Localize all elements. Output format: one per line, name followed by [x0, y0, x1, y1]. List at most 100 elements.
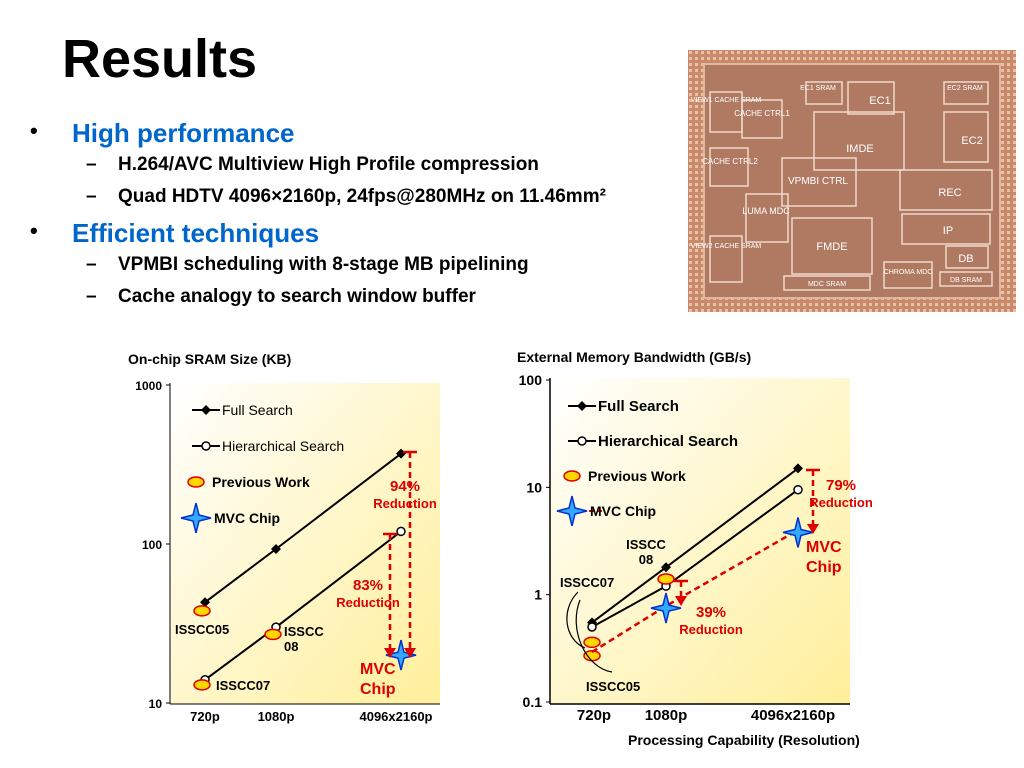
- y-tick-label: 1000: [135, 379, 162, 393]
- previous-work-point: [657, 573, 675, 585]
- bullet-dot-icon: •: [30, 118, 38, 143]
- die-block-label: EC1: [869, 95, 890, 107]
- die-block-label: DB: [958, 253, 973, 265]
- previous-work-label: ISSCC05: [586, 679, 640, 694]
- mvc-chip-label: MVC: [806, 539, 842, 556]
- mvc-chip-label: Chip: [806, 559, 842, 576]
- previous-work-point: [193, 605, 211, 617]
- reduction-arrow-head: [675, 596, 687, 606]
- bullet-label: High performance: [72, 118, 295, 148]
- die-block-label: IP: [943, 225, 953, 237]
- reduction-arrow-head: [404, 648, 416, 658]
- dash-icon: –: [86, 154, 97, 175]
- legend-label: MVC Chip: [214, 510, 280, 526]
- bullet-high-performance: • High performance: [30, 118, 710, 154]
- legend-label: Previous Work: [212, 474, 310, 490]
- sub-bullet-text: Cache analogy to search window buffer: [118, 286, 476, 307]
- sub-bullet: – VPMBI scheduling with 8-stage MB pipel…: [30, 254, 710, 286]
- x-tick-label: 1080p: [645, 707, 688, 724]
- slide-title: Results: [62, 29, 258, 89]
- legend-marker-mvc-chip: [556, 495, 588, 527]
- chart1-title: On-chip SRAM Size (KB): [128, 351, 291, 367]
- reduction-label: Reduction: [809, 495, 873, 510]
- die-block-label: CHROMA MDC: [884, 269, 933, 276]
- hierarchical-search-point: [587, 622, 597, 632]
- legend-label: Previous Work: [588, 468, 686, 484]
- x-tick-label: 4096x2160p: [359, 709, 432, 724]
- reduction-label: Reduction: [373, 496, 437, 511]
- die-block-label: DB SRAM: [950, 277, 982, 284]
- reduction-percent: 79%: [826, 477, 856, 494]
- sub-bullet: – Quad HDTV 4096×2160p, 24fps@280MHz on …: [30, 186, 710, 218]
- chart2-marks: 100 10 1 0.1 720p 1080p 4096x2160p Full SearchH…: [519, 372, 873, 724]
- die-block-label: CACHE CTRL1: [734, 109, 790, 118]
- die-block-label: LUMA MDC: [742, 206, 790, 216]
- mvc-chip-point: [782, 517, 814, 548]
- y-tick-label: 100: [142, 538, 162, 552]
- previous-work-label: ISSCC07: [560, 575, 614, 590]
- die-block-label: EC1 SRAM: [800, 85, 836, 92]
- previous-work-label: 08: [639, 552, 653, 567]
- previous-work-label: 08: [284, 639, 298, 654]
- chip-die-photo: EC1 SRAM EC2 SRAM VIEW1 CACHE SRAM CACHE…: [688, 50, 1016, 312]
- sub-bullet: – Cache analogy to search window buffer: [30, 286, 710, 318]
- x-tick-label: 720p: [577, 707, 611, 724]
- legend-marker-full-search: [201, 405, 211, 415]
- previous-work-point: [264, 628, 282, 641]
- full-search-point: [200, 597, 210, 608]
- reduction-percent: 83%: [353, 577, 383, 594]
- reduction-label: Reduction: [336, 595, 400, 610]
- y-tick-label: 10: [526, 479, 542, 495]
- legend-marker-mvc-chip: [180, 502, 212, 534]
- annotation-arrow: [566, 591, 586, 649]
- sub-bullet: – H.264/AVC Multiview High Profile compr…: [30, 154, 710, 186]
- y-tick-label: 0.1: [523, 694, 543, 710]
- legend-marker-full-search: [577, 401, 587, 411]
- hierarchical-search-point: [793, 484, 803, 495]
- previous-work-label: ISSCC05: [175, 622, 229, 637]
- hierarchical-search-point: [396, 526, 406, 537]
- chart1-plot-area: [170, 383, 440, 704]
- reduction-arrow-head: [807, 524, 819, 534]
- reduction-arrow-head: [384, 648, 396, 658]
- die-block-label: MDC SRAM: [808, 281, 846, 288]
- previous-work-point: [193, 679, 211, 691]
- mvc-chip-point: [650, 592, 682, 624]
- full-search-point: [793, 463, 803, 474]
- die-block-label: VIEW2 CACHE SRAM: [691, 243, 762, 250]
- previous-work-point: [583, 636, 601, 649]
- die-block-label: VIEW1 CACHE SRAM: [691, 97, 762, 104]
- die-block-outlines: [709, 81, 993, 291]
- annotation-arrow: [575, 599, 613, 673]
- y-tick-label: 1: [534, 587, 542, 603]
- reduction-label: Reduction: [679, 622, 743, 637]
- die-block-label: EC2: [961, 135, 982, 147]
- bullet-dot-icon: •: [30, 218, 38, 243]
- y-tick-label: 10: [149, 697, 163, 711]
- die-block-label: REC: [938, 187, 961, 199]
- reduction-percent: 94%: [390, 478, 420, 495]
- bullet-label: Efficient techniques: [72, 218, 320, 248]
- previous-work-label: ISSCC: [626, 537, 666, 552]
- dash-icon: –: [86, 286, 97, 307]
- y-tick-label: 100: [519, 372, 543, 388]
- legend-marker-previous-work: [563, 470, 581, 482]
- legend-label: Full Search: [598, 398, 679, 415]
- sub-bullet-text: Quad HDTV 4096×2160p, 24fps@280MHz on 11…: [118, 186, 606, 207]
- reduction-percent: 39%: [696, 604, 726, 621]
- die-block-label: FMDE: [816, 241, 847, 253]
- previous-work-label: ISSCC: [284, 624, 324, 639]
- x-tick-label: 1080p: [258, 709, 295, 724]
- x-tick-label: 4096x2160p: [751, 707, 835, 724]
- die-block-label: EC2 SRAM: [947, 85, 983, 92]
- sub-bullet-text: H.264/AVC Multiview High Profile compres…: [118, 154, 539, 175]
- legend-label: Hierarchical Search: [598, 433, 738, 450]
- legend-marker-previous-work: [187, 476, 205, 488]
- die-core: [703, 63, 1001, 299]
- sub-bullet-text: VPMBI scheduling with 8-stage MB pipelin…: [118, 254, 529, 275]
- chart2-title: External Memory Bandwidth (GB/s): [517, 349, 751, 365]
- bullet-list: • High performance – H.264/AVC Multiview…: [30, 118, 710, 318]
- die-block-label: IMDE: [846, 143, 874, 155]
- legend-label: MVC Chip: [590, 503, 656, 519]
